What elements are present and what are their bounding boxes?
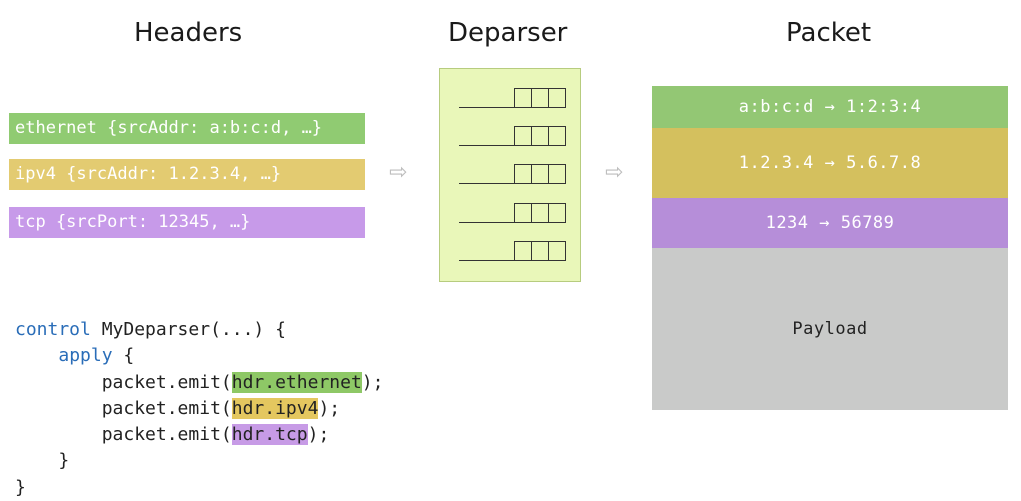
packet-ethernet-segment: a:b:c:d → 1:2:3:4 xyxy=(652,86,1008,128)
deparser-cell xyxy=(531,89,548,107)
code-text: packet.emit( xyxy=(101,397,232,419)
arrow-right-icon: ⇨ xyxy=(605,160,624,185)
code-text: ); xyxy=(307,424,330,446)
deparser-block xyxy=(439,68,581,282)
code-text: } xyxy=(58,450,70,472)
deparser-row-line xyxy=(459,260,514,261)
tcp-header-box: tcp {srcPort: 12345, …} xyxy=(9,207,365,238)
deparser-title: Deparser xyxy=(448,18,568,48)
code-text: packet.emit( xyxy=(101,424,232,446)
deparser-cell xyxy=(548,165,565,183)
headers-title: Headers xyxy=(134,18,243,48)
deparser-cell xyxy=(548,242,565,260)
code-text: ); xyxy=(318,397,341,419)
deparser-table-row xyxy=(459,88,566,108)
code-keyword-control: control xyxy=(15,319,91,340)
code-text: { xyxy=(112,345,135,367)
deparser-table-row xyxy=(459,203,566,223)
deparser-row-line xyxy=(459,107,514,108)
deparser-row-cells xyxy=(514,241,566,261)
deparser-row-cells xyxy=(514,164,566,184)
ipv4-header-box: ipv4 {srcAddr: 1.2.3.4, …} xyxy=(9,159,365,190)
deparser-row-cells xyxy=(514,126,566,146)
deparser-cell xyxy=(531,127,548,145)
code-text: packet.emit( xyxy=(101,371,232,393)
deparser-cell xyxy=(515,89,531,107)
deparser-cell xyxy=(515,242,531,260)
deparser-table-row xyxy=(459,164,566,184)
code-text: } xyxy=(15,476,26,498)
deparser-table-row xyxy=(459,241,566,261)
packet-payload-segment: Payload xyxy=(652,248,1008,410)
deparser-row-line xyxy=(459,145,514,146)
deparser-cell xyxy=(548,127,565,145)
deparser-cell xyxy=(515,127,531,145)
deparser-row-line xyxy=(459,183,514,184)
packet-tcp-segment: 1234 → 56789 xyxy=(652,198,1008,248)
arrow-right-icon: ⇨ xyxy=(389,160,408,185)
code-keyword-apply: apply xyxy=(58,345,113,367)
deparser-cell xyxy=(548,89,565,107)
deparser-cell xyxy=(531,204,548,222)
code-emit-tcp: hdr.tcp xyxy=(231,424,308,446)
deparser-code-block: control MyDeparser(...) { apply { packet… xyxy=(15,317,383,501)
deparser-row-cells xyxy=(514,88,566,108)
deparser-cell xyxy=(531,242,548,260)
deparser-cell xyxy=(548,204,565,222)
code-emit-ethernet: hdr.ethernet xyxy=(231,371,362,393)
deparser-cell xyxy=(515,204,531,222)
deparser-table-row xyxy=(459,126,566,146)
ethernet-header-box: ethernet {srcAddr: a:b:c:d, …} xyxy=(9,113,365,144)
deparser-row-cells xyxy=(514,203,566,223)
code-emit-ipv4: hdr.ipv4 xyxy=(231,397,319,419)
code-text: ); xyxy=(361,371,384,393)
packet-ipv4-segment: 1.2.3.4 → 5.6.7.8 xyxy=(652,128,1008,198)
deparser-cell xyxy=(531,165,548,183)
deparser-cell xyxy=(515,165,531,183)
code-text: MyDeparser(...) { xyxy=(90,319,286,340)
deparser-row-line xyxy=(459,222,514,223)
packet-title: Packet xyxy=(786,18,872,48)
